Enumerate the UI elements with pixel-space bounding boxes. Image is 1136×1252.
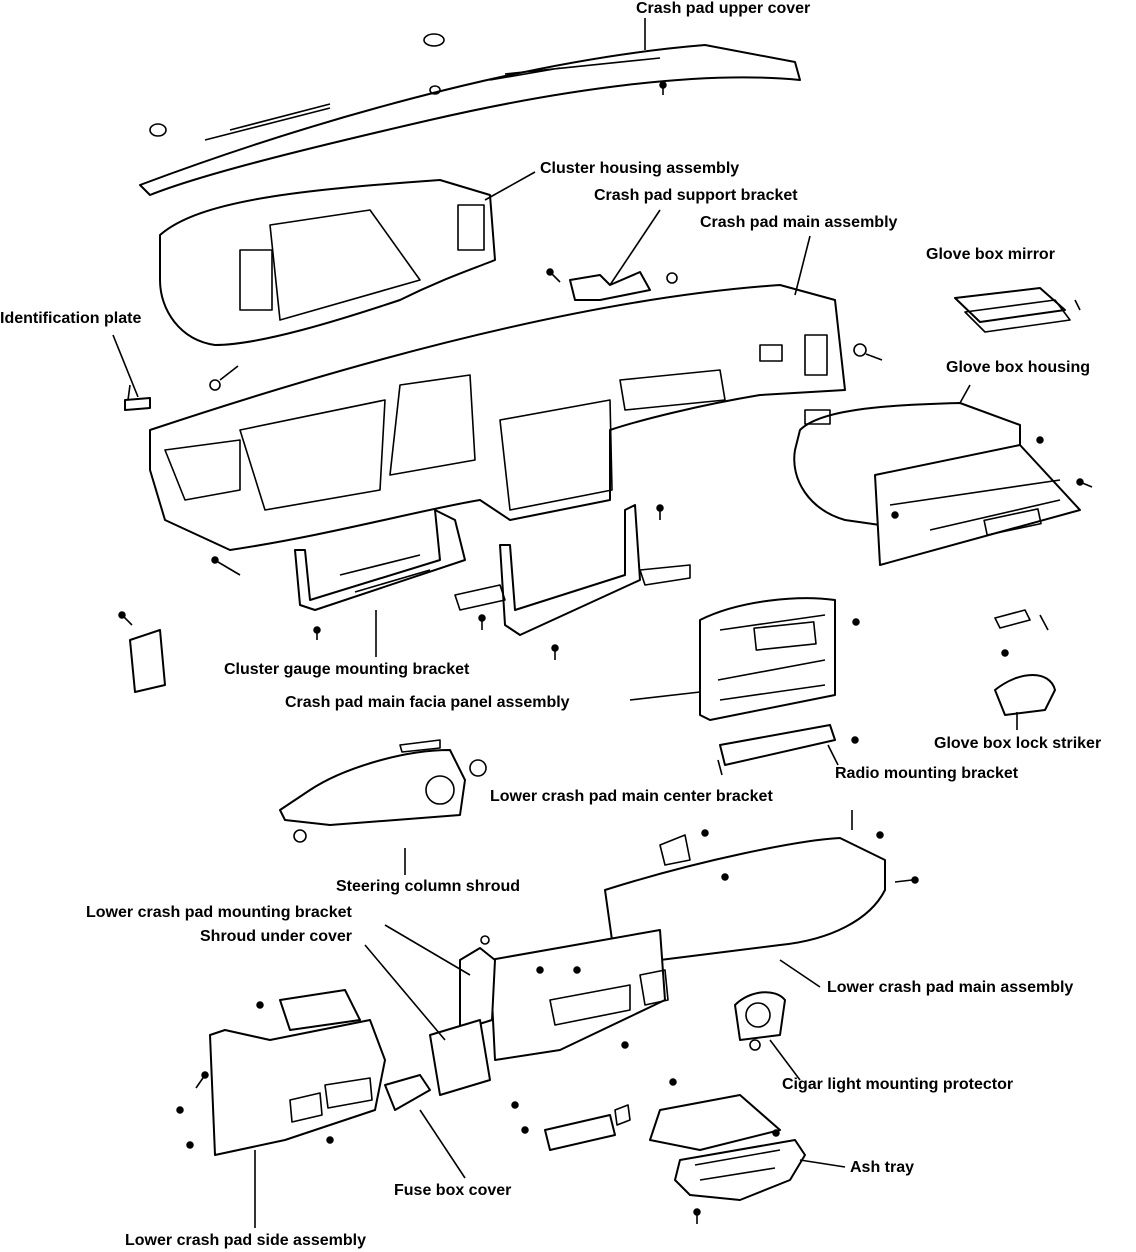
glove-box-lock-striker-part: [994, 609, 1056, 716]
facia-panel-part: [699, 597, 860, 721]
lower-crash-pad-mounting-bracket-part: [459, 935, 496, 1031]
lower-hardware: [511, 966, 631, 1151]
label-steering-column-shroud: Steering column shroud: [336, 878, 521, 895]
identification-plate-part: [124, 384, 151, 411]
cluster-gauge-bracket-part: [294, 509, 466, 640]
label-fuse-box-cover: Fuse box cover: [394, 1182, 512, 1199]
shroud-under-cover-part: [429, 1019, 491, 1096]
glove-box-mirror-part: [954, 287, 1081, 333]
label-glove-box-housing: Glove box housing: [946, 359, 1091, 376]
ash-tray-part: [649, 1078, 806, 1224]
steering-column-shroud-part: [279, 739, 487, 843]
label-shroud-under-cover: Shroud under cover: [200, 928, 353, 945]
cluster-housing-part: [159, 179, 496, 346]
crash-pad-main-part: [149, 284, 846, 551]
lower-crash-pad-side-part: [176, 989, 386, 1156]
cigar-light-protector-part: [734, 991, 786, 1051]
fuse-box-cover-part: [384, 1074, 431, 1111]
label-crash-pad-upper-cover: Crash pad upper cover: [636, 0, 811, 17]
label-identification-plate: Identification plate: [0, 310, 142, 327]
left-small-bracket-part: [118, 611, 166, 693]
leader-lines: [112, 18, 1018, 1228]
label-crash-pad-main-assembly: Crash pad main assembly: [700, 214, 898, 231]
crash-pad-upper-cover-part: [139, 33, 801, 196]
label-lower-crash-pad-main-center-bracket: Lower crash pad main center bracket: [490, 788, 773, 805]
label-radio-mounting-bracket: Radio mounting bracket: [835, 765, 1019, 782]
radio-mounting-bracket-part: [717, 724, 859, 776]
glove-box-housing-part: [793, 402, 1093, 566]
label-glove-box-mirror: Glove box mirror: [926, 246, 1055, 263]
label-crash-pad-main-facia-panel-assembly: Crash pad main facia panel assembly: [285, 694, 570, 711]
label-glove-box-lock-striker: Glove box lock striker: [934, 735, 1102, 752]
label-cluster-gauge-mounting-bracket: Cluster gauge mounting bracket: [224, 661, 470, 678]
lower-crash-pad-main-part: [489, 810, 919, 1061]
label-lower-crash-pad-mounting-bracket: Lower crash pad mounting bracket: [86, 904, 352, 921]
label-ash-tray: Ash tray: [850, 1159, 915, 1176]
center-bracket-part: [454, 504, 691, 660]
label-cigar-light-mounting-protector: Cigar light mounting protector: [782, 1076, 1014, 1093]
screw-upper-cover: [659, 81, 667, 95]
screws-crash-pad-main: [209, 343, 883, 576]
label-lower-crash-pad-side-assembly: Lower crash pad side assembly: [125, 1232, 366, 1249]
label-lower-crash-pad-main-assembly: Lower crash pad main assembly: [827, 979, 1074, 996]
label-cluster-housing-assembly: Cluster housing assembly: [540, 160, 740, 177]
label-crash-pad-support-bracket: Crash pad support bracket: [594, 187, 798, 204]
crash-pad-support-bracket-part: [546, 268, 678, 301]
